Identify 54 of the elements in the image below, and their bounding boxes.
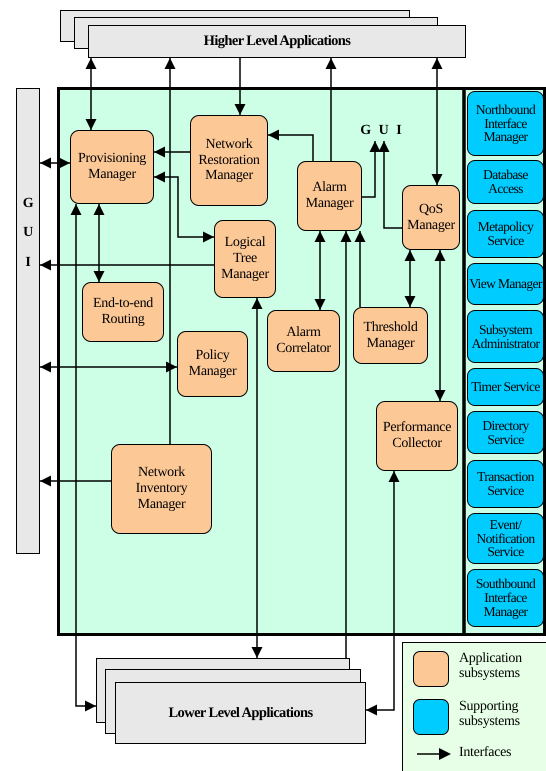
interface-arrow bbox=[40, 158, 70, 168]
interface-arrow bbox=[326, 58, 336, 161]
supporting-subsystem-box: Transaction Service bbox=[467, 460, 544, 508]
interface-arrow bbox=[340, 231, 352, 658]
application-subsystem-box: Provisioning Manager bbox=[70, 130, 154, 204]
application-subsystem-box: QoS Manager bbox=[402, 185, 460, 250]
gui-label: G U I bbox=[22, 195, 34, 272]
stacked-application-box bbox=[60, 10, 466, 58]
interface-arrow bbox=[362, 141, 380, 198]
application-subsystem-box: Logical Tree Manager bbox=[214, 220, 276, 298]
stacked-application-box bbox=[96, 658, 366, 744]
interface-arrow bbox=[268, 130, 314, 161]
legend-label: Interfaces bbox=[459, 745, 512, 760]
interface-arrow bbox=[70, 204, 96, 712]
interface-arrow bbox=[378, 141, 402, 229]
supporting-subsystem-box: Subsystem Administrator bbox=[467, 310, 544, 363]
interface-arrow bbox=[434, 250, 446, 401]
interface-arrow bbox=[154, 172, 214, 242]
interface-arrow bbox=[432, 58, 442, 185]
interface-arrow bbox=[354, 231, 366, 307]
interface-arrow bbox=[40, 260, 214, 270]
application-subsystem-box: End-to-end Routing bbox=[82, 282, 164, 342]
application-subsystem-box: Alarm Manager bbox=[297, 161, 362, 231]
supporting-subsystem-box: Event/ Notification Service bbox=[467, 513, 544, 564]
interface-arrow bbox=[366, 471, 400, 716]
application-subsystem-box: Policy Manager bbox=[177, 331, 248, 397]
application-subsystem-box: Alarm Correlator bbox=[267, 310, 340, 372]
supporting-subsystem-box: Directory Service bbox=[467, 411, 544, 454]
interface-arrow bbox=[40, 476, 111, 486]
supporting-subsystem-box: Southbound Interface Manager bbox=[467, 569, 544, 627]
legend-label: Supporting subsystems bbox=[459, 699, 521, 730]
legend-label: Application subsystems bbox=[459, 651, 523, 682]
interface-arrow bbox=[154, 146, 190, 158]
interface-arrow bbox=[404, 250, 416, 307]
gui-label: G U I bbox=[360, 121, 404, 141]
interface-arrow bbox=[40, 362, 177, 372]
box-title: Lower Level Applications bbox=[168, 704, 313, 722]
supporting-subsystem-box: Database Access bbox=[467, 160, 544, 204]
box-title: Higher Level Applications bbox=[204, 33, 350, 50]
interface-arrow bbox=[252, 298, 262, 658]
interface-arrow bbox=[86, 58, 96, 130]
application-subsystem-box: Network Restoration Manager bbox=[190, 115, 268, 206]
application-subsystem-box: Performance Collector bbox=[376, 401, 458, 471]
interface-arrow bbox=[314, 231, 326, 310]
supporting-subsystem-box: Timer Service bbox=[467, 368, 544, 406]
application-subsystem-box: Threshold Manager bbox=[353, 307, 428, 364]
supporting-subsystem-box: Northbound Interface Manager bbox=[467, 91, 544, 156]
interface-arrow bbox=[164, 58, 176, 444]
supporting-subsystem-box: Metapolicy Service bbox=[467, 210, 544, 258]
application-subsystem-box: Network Inventory Manager bbox=[111, 444, 212, 534]
supporting-subsystem-box: View Manager bbox=[467, 263, 544, 305]
interface-arrow bbox=[234, 58, 246, 115]
interface-arrow bbox=[94, 204, 104, 282]
gui-side-bar bbox=[16, 88, 40, 554]
